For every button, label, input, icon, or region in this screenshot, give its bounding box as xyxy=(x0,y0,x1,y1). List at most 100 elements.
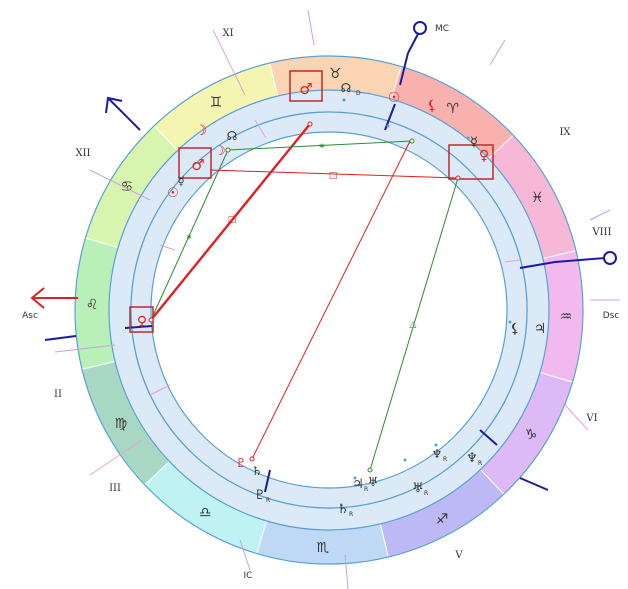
sign-glyph-scorpio: ♏ xyxy=(317,540,330,556)
sextile-symbol: ✶ xyxy=(185,233,193,243)
house-tick xyxy=(344,554,349,589)
aspect-square-top xyxy=(209,169,459,179)
dot xyxy=(386,124,390,128)
ic-ring-tick xyxy=(264,469,271,493)
aspect-opposition xyxy=(251,140,411,460)
house-tick xyxy=(212,29,246,96)
trine-symbol: △ xyxy=(410,320,417,330)
dot xyxy=(225,147,231,153)
house-ring-tick xyxy=(479,429,498,446)
house-tick xyxy=(254,119,267,139)
mercury-inner-glyph: ☿ xyxy=(177,174,184,188)
venus-glyph: ♀ xyxy=(479,148,489,164)
house-vi-label: VI xyxy=(585,413,597,424)
sign-glyph-taurus: ♉ xyxy=(329,66,342,82)
dot xyxy=(307,121,313,127)
node-glyph: ☊ xyxy=(227,129,238,143)
ic-label: IC xyxy=(244,571,253,581)
dot xyxy=(508,320,512,324)
dot xyxy=(353,476,357,480)
jupiter-outer-glyph: ♃ xyxy=(352,477,364,492)
square-symbol: □ xyxy=(329,171,338,181)
dot xyxy=(367,467,373,473)
house-ii-label: II xyxy=(54,389,62,400)
house-tick xyxy=(149,384,171,396)
sign-glyph-capricorn: ♑ xyxy=(525,427,538,443)
house-viii-label: VIII xyxy=(591,227,611,238)
moon-inner-glyph: ☽ xyxy=(214,144,226,159)
zodiac-sign-ring: ♉♈♓♒♑♐♏♎♍♌♋♊ xyxy=(74,55,584,565)
house-cusp-ticks xyxy=(54,9,620,589)
aspect-sextile-top xyxy=(227,140,413,151)
house-tick xyxy=(54,344,116,353)
mc-circle xyxy=(413,21,427,35)
aspect-sextile-left xyxy=(150,149,229,321)
neptune-inner-glyph: ♆ xyxy=(432,447,443,461)
mc-connector xyxy=(407,33,419,54)
arrow-shaft xyxy=(107,97,141,131)
house-v-label: V xyxy=(454,550,463,561)
house-two-cusp xyxy=(44,335,77,341)
sun-glyph: ☉ xyxy=(388,90,401,106)
uranus-outer-glyph: ♅ xyxy=(412,481,424,496)
saturn-inner-glyph: ♄ xyxy=(252,464,263,478)
sign-glyph-virgo: ♍ xyxy=(114,416,127,432)
house-tick xyxy=(564,404,589,431)
aspect-lines: ✶ ✶ □ □ △ xyxy=(150,123,459,471)
retro-mark: R xyxy=(443,456,447,463)
square-symbol: □ xyxy=(228,215,237,225)
house-tick xyxy=(89,439,143,476)
house-tick xyxy=(489,39,506,66)
dsc-ring-tick xyxy=(519,261,556,269)
house-ix-label: IX xyxy=(559,127,571,138)
sign-glyph-gemini: ♊ xyxy=(210,95,223,111)
dot xyxy=(409,138,415,144)
mars-glyph: ♂ xyxy=(299,80,312,98)
asc-arrowhead xyxy=(30,287,45,309)
planets-inner-band: ☽ ☊ ♂ ☽ ☿ ☉ ♀ ♇ ♄ ♆ R ♅ xyxy=(137,123,447,489)
sign-glyph-aries: ♈ xyxy=(447,101,460,117)
dot xyxy=(342,98,346,102)
arrowhead xyxy=(105,96,123,114)
dot xyxy=(434,443,438,447)
mars-inner-glyph: ♂ xyxy=(191,156,204,174)
dsc-label: Dsc xyxy=(603,311,620,321)
house-xi-label: XI xyxy=(222,28,233,39)
dot xyxy=(249,456,255,462)
aspect-trine xyxy=(369,177,459,471)
retro-mark: R xyxy=(349,511,353,518)
asc-arrow xyxy=(30,287,78,309)
pluto-outer-glyph: ♇ xyxy=(254,488,266,503)
mc-line xyxy=(399,52,409,86)
house-iii-label: III xyxy=(109,483,121,494)
house-tick xyxy=(504,259,521,263)
retro-mark: R xyxy=(478,460,482,467)
sign-glyph-aquarius: ♒ xyxy=(560,309,573,325)
lilith-right-glyph: ⚸ xyxy=(510,321,520,337)
mercury-glyph: ☿ xyxy=(470,135,478,150)
house-numerals: XI XII II III V VI VIII IX xyxy=(54,28,612,561)
house-tick xyxy=(89,169,151,201)
house-xii-label: XII xyxy=(75,148,90,159)
venus-inner-glyph: ♀ xyxy=(137,314,147,330)
moon-glyph: ☽ xyxy=(195,123,208,139)
mc-marker xyxy=(399,21,427,86)
angle-labels: Asc Dsc MC IC xyxy=(22,24,619,581)
house-tick xyxy=(589,209,611,221)
house-band-rings xyxy=(74,55,584,565)
mercury-venus-highlight-box xyxy=(448,144,494,180)
dot xyxy=(466,136,470,140)
lilith-glyph: ⚸ xyxy=(427,98,437,114)
dsc-axis-line xyxy=(554,257,606,263)
house-tick xyxy=(239,539,251,571)
position-dots xyxy=(148,98,512,480)
mars-highlight-box xyxy=(289,70,323,102)
asc-label: Asc xyxy=(22,311,38,321)
house-tick xyxy=(159,244,176,251)
dsc-circle xyxy=(603,251,617,265)
sign-glyph-cancer: ♋ xyxy=(121,179,134,195)
sextile-symbol: ✶ xyxy=(318,142,326,152)
retro-mark: R xyxy=(364,486,368,493)
retro-mark: R xyxy=(424,490,428,497)
